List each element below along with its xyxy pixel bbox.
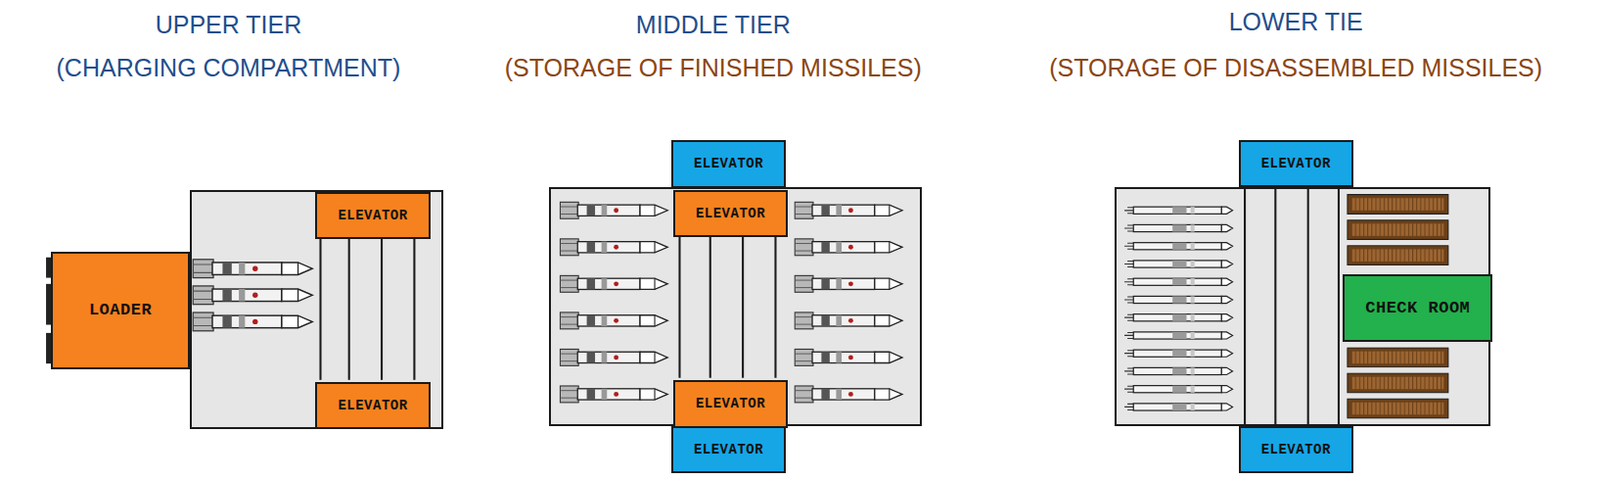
- tier-subtitle: (STORAGE OF FINISHED MISSILES): [504, 52, 922, 83]
- tier-title: LOWER TIE: [1229, 6, 1364, 37]
- tier-subtitle: (CHARGING COMPARTMENT): [56, 52, 402, 83]
- box-label: CHECK ROOM: [1365, 298, 1470, 318]
- tier-title: MIDDLE TIER: [636, 9, 791, 40]
- box-label: ELEVATOR: [337, 397, 408, 413]
- box-label: ELEVATOR: [693, 155, 764, 172]
- check-room-box: CHECK ROOM: [1342, 274, 1493, 342]
- elevator-box: ELEVATOR: [671, 425, 786, 473]
- elevator-box: ELEVATOR: [673, 379, 788, 428]
- box-label: ELEVATOR: [695, 205, 766, 222]
- tier-panel: UPPER TIER(CHARGING COMPARTMENT)ELEVATOR…: [189, 189, 444, 429]
- box-label: ELEVATOR: [1261, 441, 1331, 458]
- box-label: ELEVATOR: [1261, 155, 1331, 172]
- elevator-box: ELEVATOR: [1238, 139, 1354, 187]
- tier-panel: MIDDLE TIER(STORAGE OF FINISHED MISSILES…: [548, 186, 922, 426]
- loader-box: LOADER: [50, 251, 190, 370]
- box-label: LOADER: [89, 300, 152, 320]
- tier-subtitle: (STORAGE OF DISASSEMBLED MISSILES): [1049, 52, 1543, 83]
- elevator-box: ELEVATOR: [1238, 425, 1354, 473]
- box-label: ELEVATOR: [695, 395, 766, 412]
- elevator-box: ELEVATOR: [671, 139, 786, 188]
- box-label: ELEVATOR: [693, 441, 764, 458]
- box-label: ELEVATOR: [337, 207, 408, 224]
- elevator-box: ELEVATOR: [315, 191, 431, 239]
- elevator-box: ELEVATOR: [673, 189, 788, 237]
- elevator-box: ELEVATOR: [315, 381, 431, 429]
- tier-panel: LOWER TIE(STORAGE OF DISASSEMBLED MISSIL…: [1114, 186, 1492, 426]
- tier-title: UPPER TIER: [155, 9, 303, 40]
